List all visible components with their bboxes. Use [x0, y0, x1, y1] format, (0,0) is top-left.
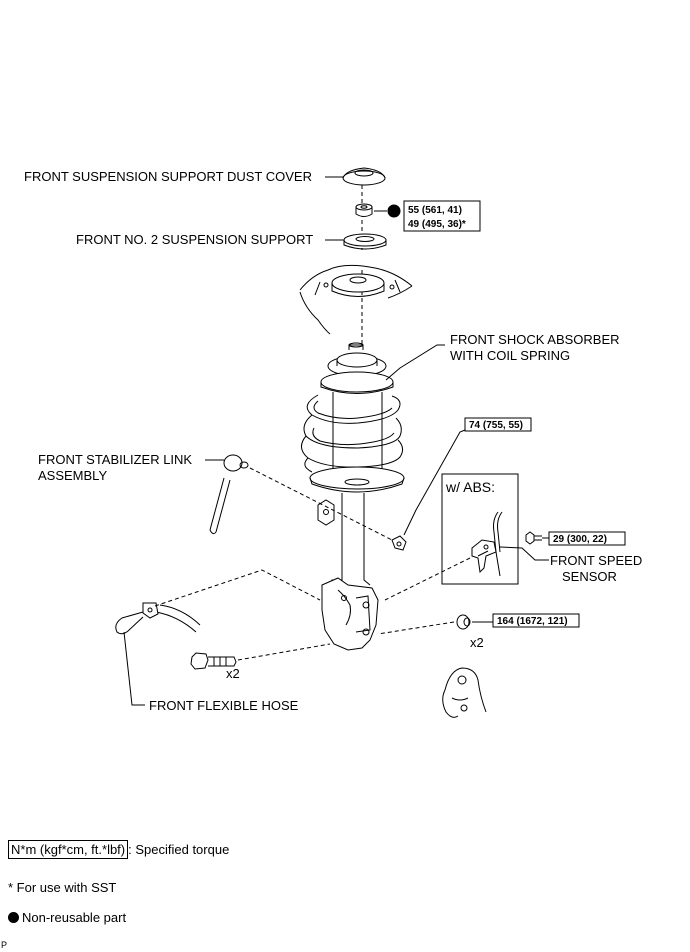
lower-arm: [442, 667, 487, 718]
flexible-hose: [115, 602, 201, 635]
legend-nonreuse-text: Non-reusable part: [22, 910, 127, 925]
nonreuse-dot-icon: [8, 912, 19, 923]
torque-top-nut: 55 (561, 41): [408, 205, 462, 216]
dust-cover: [342, 167, 386, 186]
legend-torque: N*m (kgf*cm, ft.*lbf): Specified torque: [8, 840, 230, 859]
legend-nonreuse: Non-reusable part: [8, 910, 126, 925]
label-stabilizer-link-line2: ASSEMBLY: [38, 468, 107, 483]
label-stabilizer-link: FRONT STABILIZER LINK: [38, 452, 192, 467]
label-shock-absorber: FRONT SHOCK ABSORBER: [450, 332, 620, 347]
label-bolt-qty: x2: [226, 666, 240, 681]
label-no2-support: FRONT NO. 2 SUSPENSION SUPPORT: [76, 232, 313, 247]
legend-torque-unit: N*m (kgf*cm, ft.*lbf): [8, 840, 129, 859]
speed-sensor: [471, 511, 503, 577]
label-speed-sensor: FRONT SPEED: [550, 553, 642, 568]
no2-support: [343, 233, 387, 250]
label-nut-qty: x2: [470, 635, 484, 650]
knuckle-nut: [456, 614, 471, 630]
footer-code: P: [1, 940, 8, 950]
legend-sst: * For use with SST: [8, 880, 117, 895]
stab-nut: [391, 535, 407, 551]
torque-speed-bolt: 29 (300, 22): [553, 534, 607, 545]
torque-top-nut-sst: 49 (495, 36)*: [408, 219, 466, 230]
shock-absorber: [301, 342, 405, 651]
top-nut: [355, 203, 373, 217]
torque-knuckle-nut: 164 (1672, 121): [497, 616, 568, 627]
label-shock-absorber-line2: WITH COIL SPRING: [450, 348, 570, 363]
torque-stab-nut: 74 (755, 55): [469, 420, 523, 431]
stabilizer-link: [209, 454, 249, 535]
speed-bolt: [525, 531, 542, 545]
label-abs: w/ ABS:: [445, 479, 495, 495]
label-dust-cover: FRONT SUSPENSION SUPPORT DUST COVER: [24, 169, 312, 184]
body-mount: [299, 264, 413, 335]
label-speed-sensor-line2: SENSOR: [562, 569, 617, 584]
knuckle-bolt: [190, 652, 237, 670]
label-flexible-hose: FRONT FLEXIBLE HOSE: [149, 698, 299, 713]
legend-torque-desc: : Specified torque: [128, 842, 230, 857]
